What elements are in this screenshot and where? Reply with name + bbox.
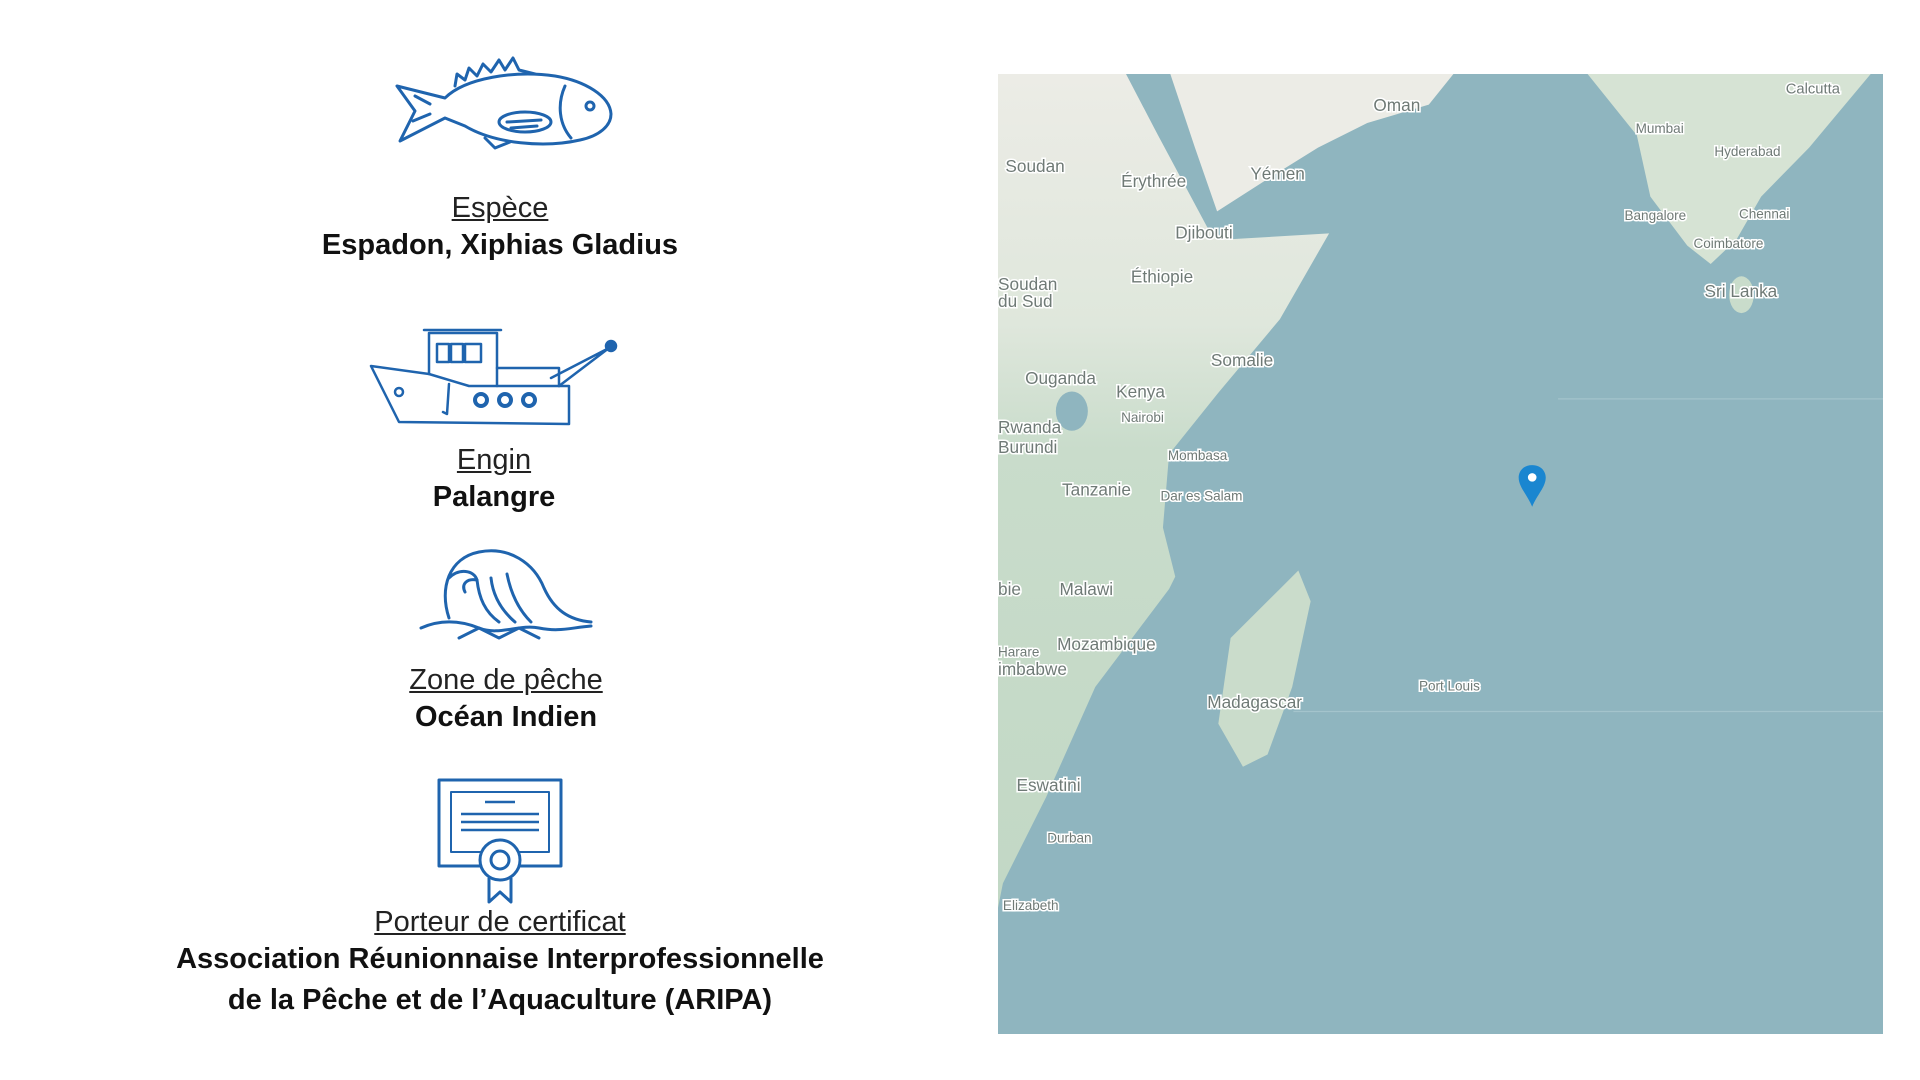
- fishing-boat-icon: [369, 328, 618, 426]
- label-burundi: Burundi: [998, 437, 1057, 457]
- label-malawi: Malawi: [1060, 579, 1114, 599]
- label-calcutta: Calcutta: [1786, 82, 1841, 98]
- certificate-holder-value-line1: Association Réunionnaise Interprofession…: [176, 943, 824, 975]
- arabia-land: [1170, 74, 1454, 212]
- label-mombasa: Mombasa: [1168, 448, 1228, 463]
- species-value: Espadon, Xiphias Gladius: [321, 229, 679, 261]
- map-pin-icon[interactable]: [1518, 465, 1546, 507]
- certificate-holder-block: Porteur de certificat Association Réunio…: [150, 778, 850, 1021]
- label-nairobi: Nairobi: [1121, 410, 1164, 425]
- label-zambie: bie: [998, 579, 1021, 599]
- madagascar-land: [1218, 570, 1311, 767]
- india-land: [1587, 74, 1871, 265]
- label-madagascar: Madagascar: [1207, 692, 1302, 712]
- gear-value: Palangre: [432, 481, 556, 513]
- label-somalie: Somalie: [1211, 350, 1273, 370]
- gear-label: Engin: [456, 444, 532, 476]
- label-oman: Oman: [1373, 95, 1420, 115]
- map[interactable]: Oman Soudan Érythrée Yémen Djibouti Éthi…: [998, 74, 1883, 1034]
- label-kenya: Kenya: [1116, 382, 1165, 402]
- fishing-zone-label: Zone de pêche: [409, 664, 603, 696]
- label-hyderabad: Hyderabad: [1714, 144, 1780, 159]
- label-bangalore: Bangalore: [1625, 208, 1687, 223]
- label-erythree: Érythrée: [1121, 171, 1186, 191]
- label-yemen: Yémen: [1250, 163, 1305, 183]
- label-mumbai: Mumbai: [1636, 121, 1684, 136]
- label-port-louis: Port Louis: [1419, 679, 1480, 694]
- label-ethiopie: Éthiopie: [1131, 266, 1193, 286]
- label-zimbabwe: imbabwe: [998, 659, 1067, 679]
- label-chennai: Chennai: [1739, 207, 1789, 222]
- label-coimbatore: Coimbatore: [1693, 236, 1763, 251]
- wave-icon: [419, 549, 592, 640]
- certificate-holder-value-line2: de la Pêche et de l’Aquaculture (ARIPA): [227, 984, 773, 1016]
- species-label: Espèce: [451, 192, 549, 224]
- fishing-zone-value: Océan Indien: [414, 701, 598, 733]
- label-tanzanie: Tanzanie: [1062, 480, 1131, 500]
- label-soudan: Soudan: [1005, 156, 1064, 176]
- label-mozambique: Mozambique: [1057, 634, 1156, 654]
- label-djibouti: Djibouti: [1175, 222, 1232, 242]
- label-soudan-sud-2: du Sud: [998, 291, 1053, 311]
- fishing-zone-block: Zone de pêche Océan Indien: [156, 548, 856, 738]
- label-dar-es-salam: Dar es Salam: [1160, 489, 1242, 504]
- label-soudan-sud-1: Soudan: [998, 274, 1057, 294]
- label-durban: Durban: [1047, 831, 1091, 846]
- label-rwanda: Rwanda: [998, 417, 1062, 437]
- label-ouganda: Ouganda: [1025, 368, 1096, 388]
- label-eswatini: Eswatini: [1016, 775, 1080, 795]
- species-block: Espèce Espadon, Xiphias Gladius: [150, 56, 850, 266]
- fish-icon: [395, 56, 613, 150]
- label-sri-lanka: Sri Lanka: [1705, 281, 1778, 301]
- africa-land: [998, 74, 1330, 908]
- certificate-icon: [437, 778, 563, 904]
- sri-lanka-land: [1729, 276, 1754, 314]
- certificate-holder-label: Porteur de certificat: [374, 906, 626, 938]
- label-elizabeth: Elizabeth: [1003, 898, 1059, 913]
- map-labels: Oman Soudan Érythrée Yémen Djibouti Éthi…: [998, 80, 1842, 915]
- lake-victoria: [1055, 391, 1088, 431]
- gear-block: Engin Palangre: [144, 328, 844, 518]
- label-harare: Harare: [998, 644, 1039, 659]
